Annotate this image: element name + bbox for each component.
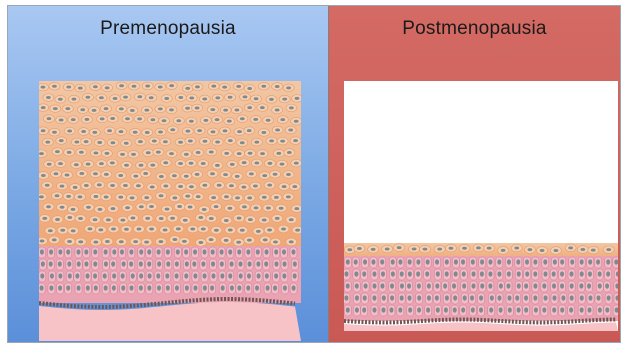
stroma	[344, 323, 618, 332]
epithelium-comparison-figure: Premenopausia Postmenopausia	[7, 5, 621, 343]
premenopause-title: Premenopausia	[8, 18, 328, 40]
postmenopause-epithelium-svg	[344, 81, 618, 331]
postmenopause-panel: Postmenopausia	[329, 6, 620, 342]
postmenopause-title: Postmenopausia	[329, 18, 620, 40]
premenopause-panel: Premenopausia	[8, 6, 329, 342]
premenopause-epithelium-svg	[39, 81, 301, 341]
premenopause-epithelium-illustration	[39, 81, 301, 341]
postmenopause-epithelium-illustration	[344, 81, 618, 331]
